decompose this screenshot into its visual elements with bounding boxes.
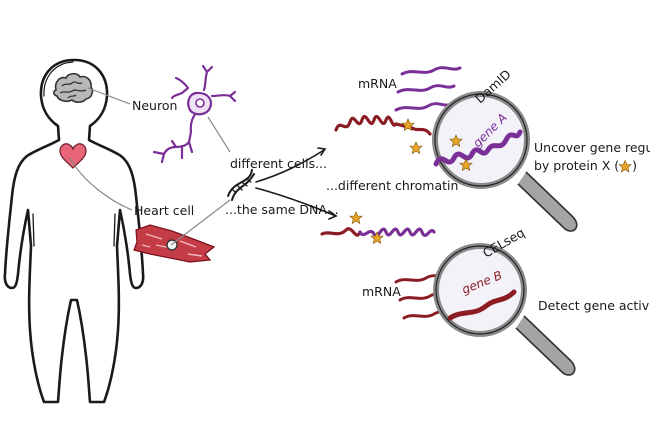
brain-icon bbox=[53, 72, 94, 103]
protein-x-star-icon bbox=[618, 160, 632, 173]
chromatin-strand-icon bbox=[320, 211, 436, 244]
magnifier-icon bbox=[432, 91, 578, 232]
branch-arrows bbox=[255, 147, 338, 220]
mrna-strand-icon bbox=[394, 66, 462, 112]
label-mrna-bottom: mRNA bbox=[362, 284, 401, 299]
human-body-icon bbox=[3, 58, 145, 404]
chromatin-strand-icon bbox=[334, 115, 432, 154]
neuron-cell-icon bbox=[152, 64, 237, 164]
label-neuron: Neuron bbox=[132, 98, 177, 113]
label-detect: Detect gene activity bbox=[538, 298, 650, 313]
label-different-chromatin: ...different chromatin bbox=[326, 178, 458, 193]
label-heart-cell: Heart cell bbox=[134, 203, 194, 218]
heart-muscle-cell-icon bbox=[133, 224, 216, 263]
label-uncover-line2: by protein X ( bbox=[534, 158, 619, 173]
magnifier-icon bbox=[433, 243, 576, 376]
heart-icon bbox=[59, 143, 87, 169]
label-different-cells: different cells... bbox=[230, 156, 327, 171]
label-uncover-line1: Uncover gene regulation bbox=[534, 140, 650, 155]
dna-helix-icon bbox=[227, 169, 255, 201]
label-uncover-close: ) bbox=[632, 158, 637, 173]
label-mrna-top: mRNA bbox=[358, 76, 397, 91]
label-same-dna: ...the same DNA... bbox=[225, 202, 339, 217]
pointer-lines bbox=[69, 87, 231, 246]
